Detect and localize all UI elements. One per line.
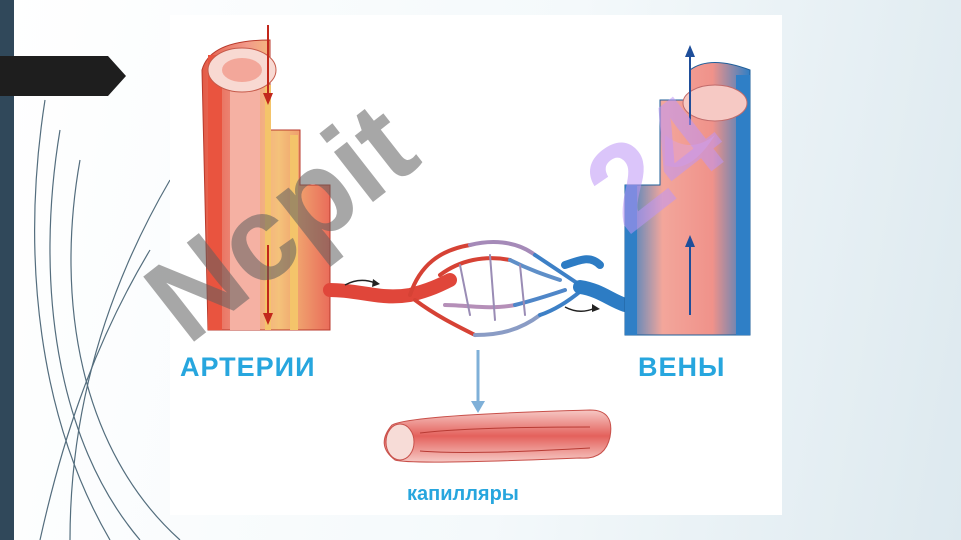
slide-side-bar (0, 0, 14, 540)
artery-icon (201, 25, 331, 331)
flow-arrow-icon (564, 306, 596, 312)
veins-label: ВЕНЫ (638, 352, 726, 382)
vessel-diagram (201, 25, 751, 463)
slide-arrow-icon (0, 56, 126, 96)
capillary-vessel-icon (383, 409, 612, 463)
arteries-label: АРТЕРИИ (180, 352, 316, 382)
flow-arrow-icon (344, 279, 376, 286)
vein-icon (624, 45, 751, 336)
capillaries-label: капилляры (407, 483, 519, 505)
vessel-diagram-panel: АРТЕРИИ ВЕНЫ капилляры (170, 15, 782, 515)
